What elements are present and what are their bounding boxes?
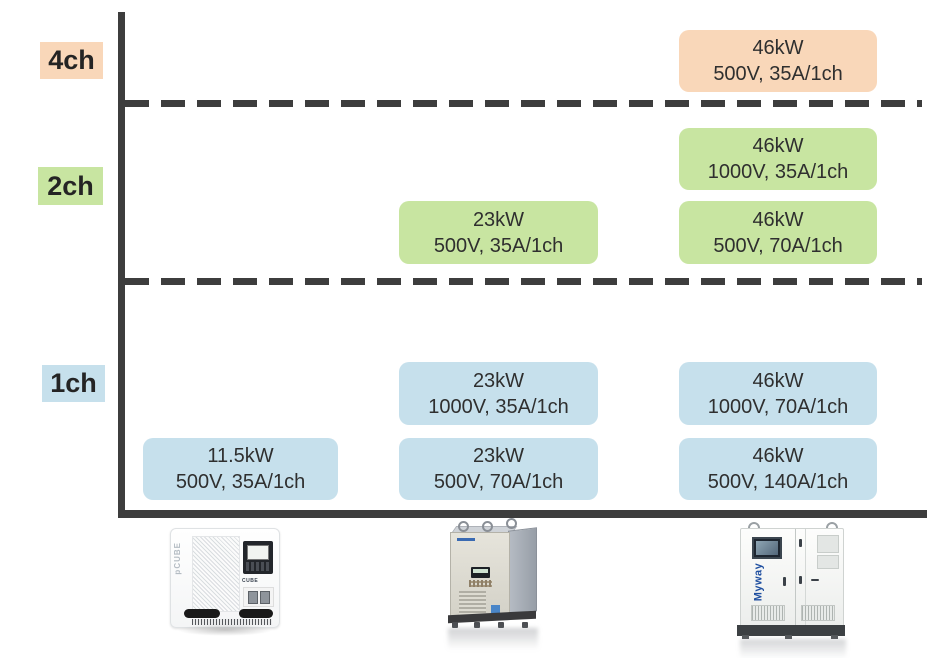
foot-icon — [742, 635, 749, 639]
tower-screen — [473, 569, 488, 573]
connector-icon — [248, 591, 258, 604]
caster-icon — [522, 622, 528, 628]
benchtop-grille — [192, 536, 240, 612]
benchtop-screen — [247, 545, 269, 560]
lifting-eye-icon — [458, 521, 469, 532]
divider-4ch-2ch — [125, 100, 922, 107]
spec-power: 11.5kW — [207, 445, 274, 467]
tower-side-face — [508, 527, 537, 615]
spec-power: 46kW — [752, 135, 804, 157]
spec-detail: 1000V, 35A/1ch — [428, 395, 569, 418]
spec-detail: 500V, 70A/1ch — [713, 234, 843, 257]
cabinet-brand-logo: Myway — [748, 559, 768, 605]
spec-power: 46kW — [752, 208, 804, 231]
foot-icon — [831, 635, 838, 639]
row-label-1ch: 1ch — [42, 365, 105, 402]
product-photo-large-cabinet: Myway — [737, 522, 846, 658]
lifting-eye-icon — [506, 518, 517, 529]
cabinet-screen — [756, 541, 778, 555]
benchtop-handle — [184, 609, 220, 618]
tower-front-face — [450, 532, 510, 621]
spec-detail: 1000V, 35A/1ch — [707, 161, 849, 183]
x-axis-line — [118, 510, 927, 518]
lifting-eye-icon — [482, 521, 493, 532]
spec-box-1ch-46kw-500v: 46kW 500V, 140A/1ch — [679, 438, 877, 500]
product-photo-tower-cabinet — [448, 518, 543, 652]
spec-box-2ch-46kw-1000v: 46kW 1000V, 35A/1ch — [679, 128, 877, 190]
benchtop-side-logo: pCUBE — [173, 542, 182, 575]
benchtop-keypad — [246, 562, 270, 571]
spec-box-1ch-46kw-1000v: 46kW 1000V, 70A/1ch — [679, 362, 877, 425]
foot-icon — [785, 635, 792, 639]
tower-display — [471, 567, 490, 578]
spec-power: 46kW — [752, 445, 804, 467]
benchtop-display-panel — [243, 541, 273, 574]
spec-power: 46kW — [752, 369, 804, 392]
spec-box-1ch-23kw-1000v: 23kW 1000V, 35A/1ch — [399, 362, 598, 425]
product-photo-benchtop-unit: pCUBE CUBE — [170, 528, 280, 636]
spec-box-4ch-46kw-500v: 46kW 500V, 35A/1ch — [679, 30, 877, 92]
cabinet-latch — [799, 576, 802, 584]
spec-detail: 500V, 35A/1ch — [433, 234, 564, 257]
tower-keypad — [469, 580, 492, 587]
cabinet-vent-panel — [817, 555, 839, 569]
row-label-2ch: 2ch — [38, 167, 103, 205]
spec-box-2ch-46kw-500v: 46kW 500V, 70A/1ch — [679, 201, 877, 264]
cabinet-door-seam — [805, 529, 806, 626]
spec-detail: 500V, 140A/1ch — [707, 471, 849, 493]
tower-logo-mark — [457, 538, 475, 541]
cabinet-plinth — [737, 625, 845, 639]
benchtop-io-panel — [243, 587, 274, 607]
cabinet-vent-panel — [817, 535, 839, 553]
spec-box-1ch-11-5kw-500v: 11.5kW 500V, 35A/1ch — [143, 438, 338, 500]
caster-icon — [474, 622, 480, 628]
floor-reflection — [448, 628, 538, 650]
product-shadow — [176, 624, 274, 636]
spec-detail: 500V, 35A/1ch — [713, 63, 843, 85]
tower-blue-label — [491, 605, 500, 615]
connector-icon — [260, 591, 270, 604]
cabinet-handle — [811, 579, 819, 581]
spec-detail: 500V, 70A/1ch — [433, 471, 564, 493]
caster-icon — [498, 622, 504, 628]
cabinet-latch — [799, 539, 802, 547]
spec-power: 23kW — [472, 208, 525, 231]
spec-detail: 500V, 35A/1ch — [175, 471, 306, 493]
spec-power: 23kW — [472, 445, 525, 467]
spec-detail: 1000V, 70A/1ch — [707, 395, 849, 418]
caster-icon — [452, 622, 458, 628]
cabinet-door-seam — [795, 529, 796, 626]
cabinet-display — [752, 537, 782, 559]
divider-2ch-1ch — [125, 278, 922, 285]
spec-box-1ch-23kw-500v: 23kW 500V, 70A/1ch — [399, 438, 598, 500]
y-axis-line — [118, 12, 125, 518]
brand-logo-text: Myway — [752, 562, 765, 602]
cabinet-bottom-grille — [801, 605, 835, 621]
row-label-4ch: 4ch — [40, 42, 103, 79]
benchtop-vent-strip — [192, 619, 272, 625]
spec-power: 46kW — [752, 37, 804, 59]
benchtop-handle — [239, 609, 273, 618]
cabinet-bottom-grille — [751, 605, 785, 621]
cabinet-body: Myway — [740, 528, 844, 627]
floor-reflection — [740, 639, 846, 658]
benchtop-panel-logo: CUBE — [242, 578, 259, 584]
cabinet-latch — [783, 577, 786, 586]
spec-box-2ch-23kw-500v: 23kW 500V, 35A/1ch — [399, 201, 598, 264]
spec-power: 23kW — [472, 369, 525, 392]
